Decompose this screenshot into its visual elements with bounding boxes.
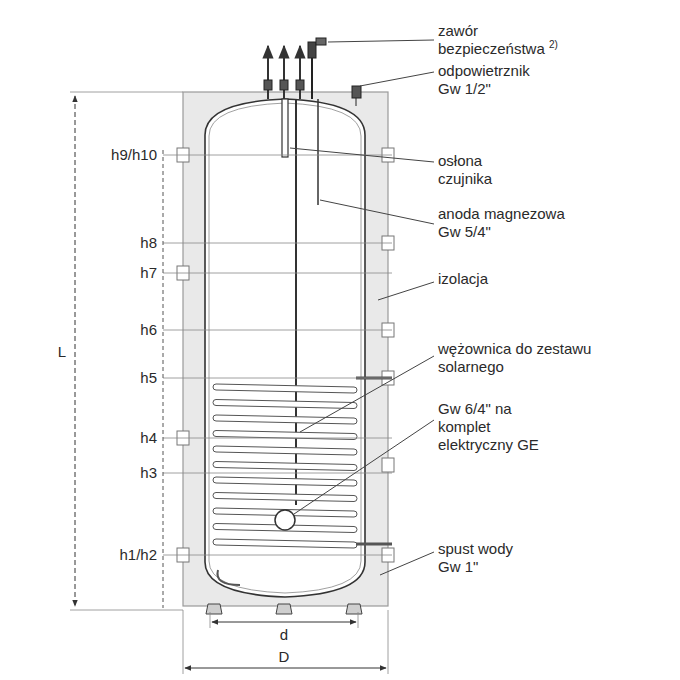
feet (206, 604, 362, 614)
callout-label: osłona czujnika (438, 152, 530, 188)
level-label: h3 (140, 464, 157, 482)
callout-label: zawór bezpieczeństwa 2) (438, 22, 588, 58)
level-label: h4 (140, 429, 157, 447)
leader-lines (290, 40, 434, 575)
level-label: h7 (140, 264, 157, 282)
callout-label: anoda magnezowa Gw 5/4" (438, 205, 583, 241)
level-label: h1/h2 (119, 546, 157, 564)
callout-label: odpowietrznik Gw 1/2" (438, 62, 550, 98)
magnesium-anode (295, 99, 297, 505)
footnote-mark: 2) (549, 39, 558, 50)
dimension-label: D (279, 648, 290, 666)
dimension-label: L (56, 343, 68, 361)
tank (205, 99, 365, 597)
dimension-line (75, 96, 76, 606)
callout-label: spust wody Gw 1" (438, 540, 530, 576)
level-lines (163, 155, 392, 555)
level-label: h6 (140, 321, 157, 339)
insulation (183, 92, 388, 606)
level-label: h5 (140, 369, 157, 387)
sensor-sleeve (282, 99, 288, 157)
callout-label: izolacja (438, 270, 548, 288)
level-label: h8 (140, 234, 157, 252)
safety-valve (308, 38, 326, 99)
level-label: h9/h10 (111, 146, 157, 164)
air-vent (352, 86, 361, 106)
dimension-label: d (280, 626, 288, 644)
top-pipes (268, 46, 300, 99)
callout-label: Gw 6/4" na komplet elektryczny GE (438, 400, 548, 454)
solar-coil (213, 384, 357, 548)
heater-port (275, 510, 295, 530)
callout-label: wężownica do zestawu solarnego (438, 340, 613, 376)
